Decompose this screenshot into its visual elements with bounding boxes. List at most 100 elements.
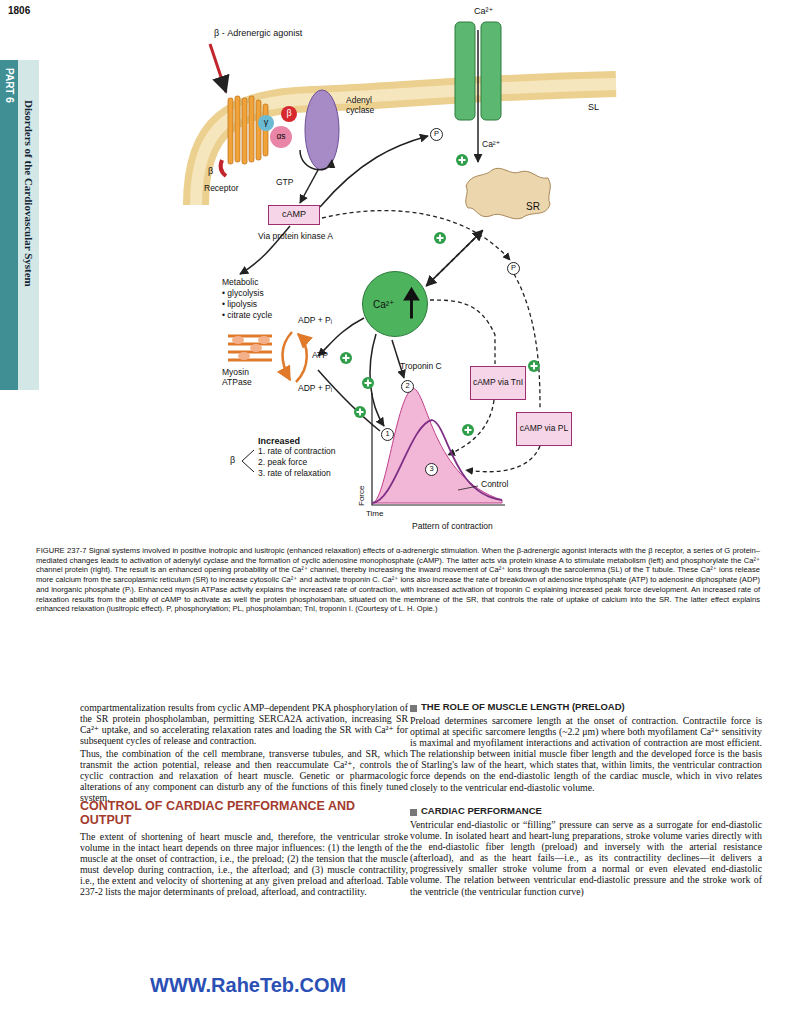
node-text: γ bbox=[264, 118, 269, 128]
ion-label: Ca²⁺ bbox=[482, 140, 500, 150]
node-text: cAMP via TnI bbox=[473, 378, 523, 387]
sarcoplasmic-reticulum: SR bbox=[462, 164, 554, 222]
receptor-symbol: β bbox=[208, 166, 213, 176]
calcium-pool: Ca²⁺ bbox=[362, 271, 428, 337]
figure-path bbox=[372, 420, 502, 503]
body-text: Thus, the combination of the cell membra… bbox=[80, 748, 408, 803]
g-protein-subunit: γ bbox=[258, 115, 274, 131]
figure-ellipse bbox=[250, 344, 262, 352]
g-protein-subunit: β bbox=[281, 106, 297, 122]
callout-number: 3 bbox=[425, 463, 438, 476]
figure-rect bbox=[0, 60, 18, 390]
figure-rect bbox=[242, 98, 247, 164]
figure-path bbox=[458, 486, 478, 490]
figure-path bbox=[196, 84, 616, 205]
figure-path bbox=[283, 332, 292, 380]
sr-outline bbox=[462, 164, 554, 222]
phosphorylation-mark: P bbox=[430, 128, 443, 141]
phosphorylation-mark: P bbox=[507, 262, 520, 275]
figure-path bbox=[320, 136, 428, 207]
figure-g bbox=[232, 336, 270, 360]
section-title: Disorders of the Cardiovascular System bbox=[22, 100, 35, 287]
figure-use bbox=[528, 360, 540, 372]
effect-item: 2. peak force bbox=[258, 458, 307, 468]
node-text: cAMP via PL bbox=[520, 424, 569, 433]
figure-rect bbox=[228, 98, 233, 164]
figure-path bbox=[318, 370, 380, 431]
receptor-label: Receptor bbox=[204, 184, 239, 194]
figure-path bbox=[242, 450, 254, 472]
figure-path bbox=[228, 351, 272, 354]
figure-ellipse bbox=[238, 352, 250, 360]
body-text: Ventricular end-diastolic or “filling” p… bbox=[410, 819, 762, 897]
curve-label: Control bbox=[481, 480, 508, 490]
node-text: cAMP bbox=[282, 210, 306, 220]
membrane-label: SL bbox=[588, 102, 599, 112]
messenger-box: cAMP via PL bbox=[516, 412, 572, 446]
enzyme-label: Myosin ATPase bbox=[222, 368, 266, 388]
effect-heading: Increased bbox=[258, 436, 300, 446]
node-text: αs bbox=[276, 132, 285, 141]
effect-item: 1. rate of contraction bbox=[258, 447, 336, 457]
protein-label: Troponin C bbox=[400, 362, 442, 372]
process-item: • lipolysis bbox=[222, 300, 257, 310]
figure-rect bbox=[410, 809, 417, 816]
reaction-label: ADP + Pᵢ bbox=[298, 316, 332, 326]
figure-path bbox=[196, 84, 616, 205]
sr-shape bbox=[466, 168, 551, 219]
node-text: P bbox=[434, 130, 439, 138]
figure-rect bbox=[455, 22, 475, 120]
figure-use bbox=[354, 406, 366, 418]
figure-path bbox=[477, 30, 479, 162]
flow-arrow bbox=[426, 230, 482, 286]
figure-path bbox=[322, 211, 510, 260]
enzyme-label: Adenyl cyclase bbox=[346, 96, 398, 116]
effect-item: 3. rate of relaxation bbox=[258, 469, 331, 479]
figure-use bbox=[462, 424, 474, 436]
section-heading: CARDIAC PERFORMANCE bbox=[421, 806, 751, 817]
process-item: • glycolysis bbox=[222, 289, 264, 299]
figure-path bbox=[466, 446, 540, 472]
callout-number: 1 bbox=[381, 428, 394, 441]
part-label: PART 6 bbox=[4, 68, 16, 103]
figure-ellipse bbox=[258, 336, 270, 344]
figure-caption: FIGURE 237-7 Signal systems involved in … bbox=[36, 546, 760, 614]
body-text: Preload determines sarcomere length at t… bbox=[410, 715, 762, 793]
node-text: 3 bbox=[429, 465, 433, 473]
figure-ellipse bbox=[305, 90, 339, 170]
figure-path bbox=[221, 160, 226, 176]
process-label: Metabolic bbox=[222, 278, 258, 288]
node-text: 2 bbox=[405, 382, 409, 390]
g-protein-subunit: αs bbox=[270, 126, 292, 148]
figure-path bbox=[296, 334, 307, 382]
figure-rect bbox=[256, 100, 261, 160]
node-text: SR bbox=[526, 201, 540, 212]
agonist-label: β - Adrenergic agonist bbox=[214, 28, 302, 38]
page-number: 1806 bbox=[8, 5, 30, 17]
node-text: 1 bbox=[385, 430, 389, 438]
figure-rect bbox=[18, 60, 39, 390]
figure-use bbox=[362, 377, 374, 389]
figure-use bbox=[340, 352, 352, 364]
pathway-label: Via protein kinase A bbox=[258, 232, 333, 242]
figure-path bbox=[430, 300, 495, 364]
axis-label: Time bbox=[366, 509, 383, 518]
node-text: Ca²⁺ bbox=[373, 299, 394, 310]
process-item: • citrate cycle bbox=[222, 311, 272, 321]
body-text: compartmentalization results from cyclic… bbox=[80, 702, 408, 746]
axis-label: Force bbox=[357, 486, 366, 506]
messenger-box: cAMP via TnI bbox=[470, 366, 526, 400]
chart-title: Pattern of contraction bbox=[412, 522, 493, 532]
figure-rect bbox=[249, 96, 254, 162]
figure-g bbox=[228, 336, 272, 360]
reaction-label: ATP bbox=[312, 351, 328, 361]
body-text: The extent of shortening of heart muscle… bbox=[80, 831, 408, 898]
ion-label: Ca²⁺ bbox=[474, 6, 493, 16]
figure-ellipse bbox=[232, 336, 244, 344]
figure-use bbox=[456, 154, 468, 166]
watermark: WWW.RaheTeb.COM bbox=[150, 974, 346, 997]
arrow-glyph bbox=[406, 289, 418, 318]
figure-path bbox=[448, 400, 494, 455]
figure-path bbox=[300, 170, 318, 203]
